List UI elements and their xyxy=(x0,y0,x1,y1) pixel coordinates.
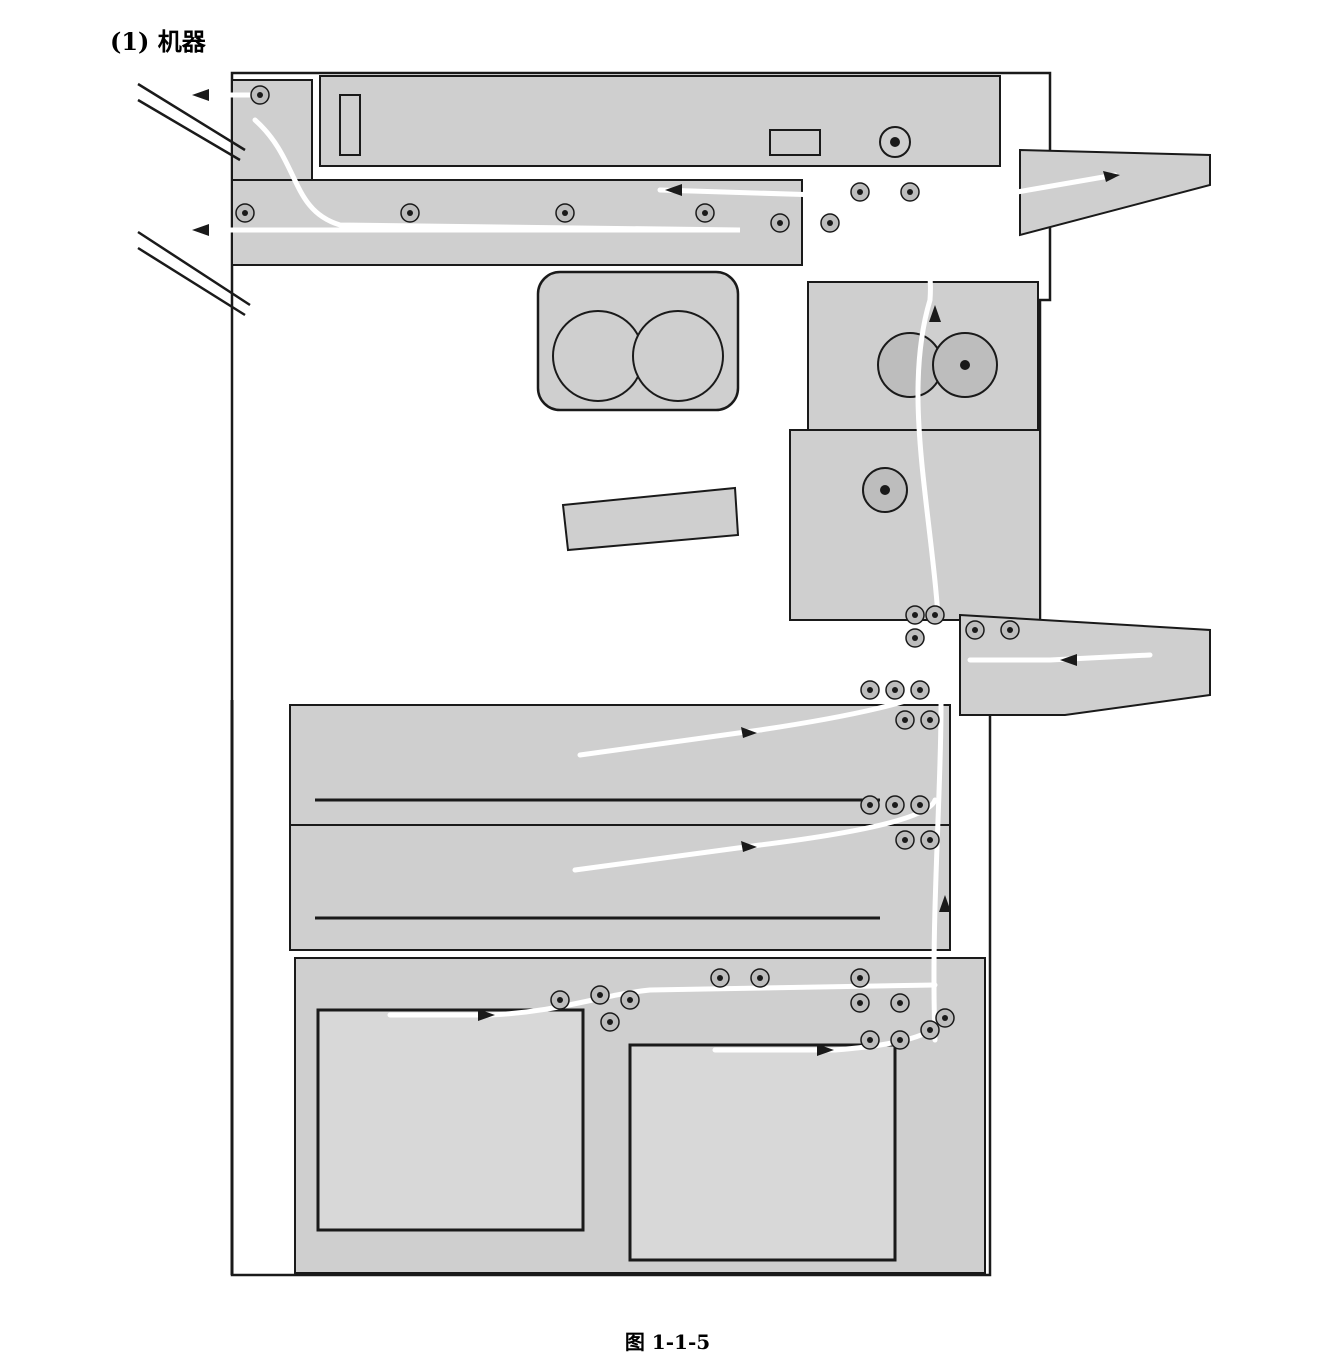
roller-axle-icon xyxy=(1007,627,1013,633)
roller-axle-icon xyxy=(942,1015,948,1021)
roller-axle-icon xyxy=(597,992,603,998)
roller-axle-icon xyxy=(927,1027,933,1033)
bypass-tray xyxy=(959,613,1211,716)
roller-axle-icon xyxy=(912,612,918,618)
paper-path-arrows xyxy=(192,89,1120,1056)
roller-axle-icon xyxy=(857,189,863,195)
roller-axle-icon xyxy=(907,189,913,195)
roller-axle-icon xyxy=(892,687,898,693)
right-upper-tray xyxy=(1019,148,1211,237)
laser-scanner-unit xyxy=(561,486,740,552)
roller-axle-icon xyxy=(902,717,908,723)
roller-axle-icon xyxy=(972,627,978,633)
arrow-icon xyxy=(192,224,209,236)
rollers xyxy=(235,85,1020,1050)
roller-axle-icon xyxy=(827,220,833,226)
large-capacity-feeder xyxy=(294,957,986,1274)
roller-axle-icon xyxy=(557,997,563,1003)
arrow-icon xyxy=(192,89,209,101)
roller-axle-icon xyxy=(562,210,568,216)
roller-axle-icon xyxy=(932,612,938,618)
roller-axle-icon xyxy=(242,210,248,216)
roller-axle-icon xyxy=(927,837,933,843)
arrow-icon xyxy=(665,184,682,196)
roller-axle-icon xyxy=(867,687,873,693)
arrow-icon xyxy=(817,1044,834,1056)
arrow-icon xyxy=(929,305,941,322)
arrow-icon xyxy=(478,1009,495,1021)
roller-axle-icon xyxy=(927,717,933,723)
figure-caption: 图 1-1-5 xyxy=(624,1330,711,1354)
roller-axle-icon xyxy=(857,1000,863,1006)
roller-axle-icon xyxy=(607,1019,613,1025)
arrow-icon xyxy=(1103,171,1120,182)
roller-axle-icon xyxy=(867,802,873,808)
section-title: (1) 机器 xyxy=(110,27,206,56)
roller-axle-icon xyxy=(777,220,783,226)
roller-axle-icon xyxy=(702,210,708,216)
roller-axle-icon xyxy=(627,997,633,1003)
cassette-1 xyxy=(289,704,951,826)
arrow-icon xyxy=(939,895,951,912)
scanner-unit xyxy=(231,75,1001,266)
left-exit-trays xyxy=(137,82,251,317)
roller-axle-icon xyxy=(717,975,723,981)
roller-axle-icon xyxy=(917,687,923,693)
roller-axle-icon xyxy=(917,802,923,808)
arrow-icon xyxy=(741,841,757,852)
roller-axle-icon xyxy=(857,975,863,981)
roller-axle-icon xyxy=(867,1037,873,1043)
roller-axle-icon xyxy=(902,837,908,843)
arrow-icon xyxy=(741,727,757,738)
engine-right-column xyxy=(789,281,1041,621)
roller-axle-icon xyxy=(897,1000,903,1006)
roller-axle-icon xyxy=(257,92,263,98)
toner-container xyxy=(536,270,740,412)
roller-axle-icon xyxy=(892,802,898,808)
arrow-icon xyxy=(1060,654,1077,666)
roller-axle-icon xyxy=(897,1037,903,1043)
cassette-2 xyxy=(289,824,951,951)
roller-axle-icon xyxy=(407,210,413,216)
paper-path xyxy=(197,92,1153,1053)
roller-axle-icon xyxy=(912,635,918,641)
roller-axle-icon xyxy=(757,975,763,981)
